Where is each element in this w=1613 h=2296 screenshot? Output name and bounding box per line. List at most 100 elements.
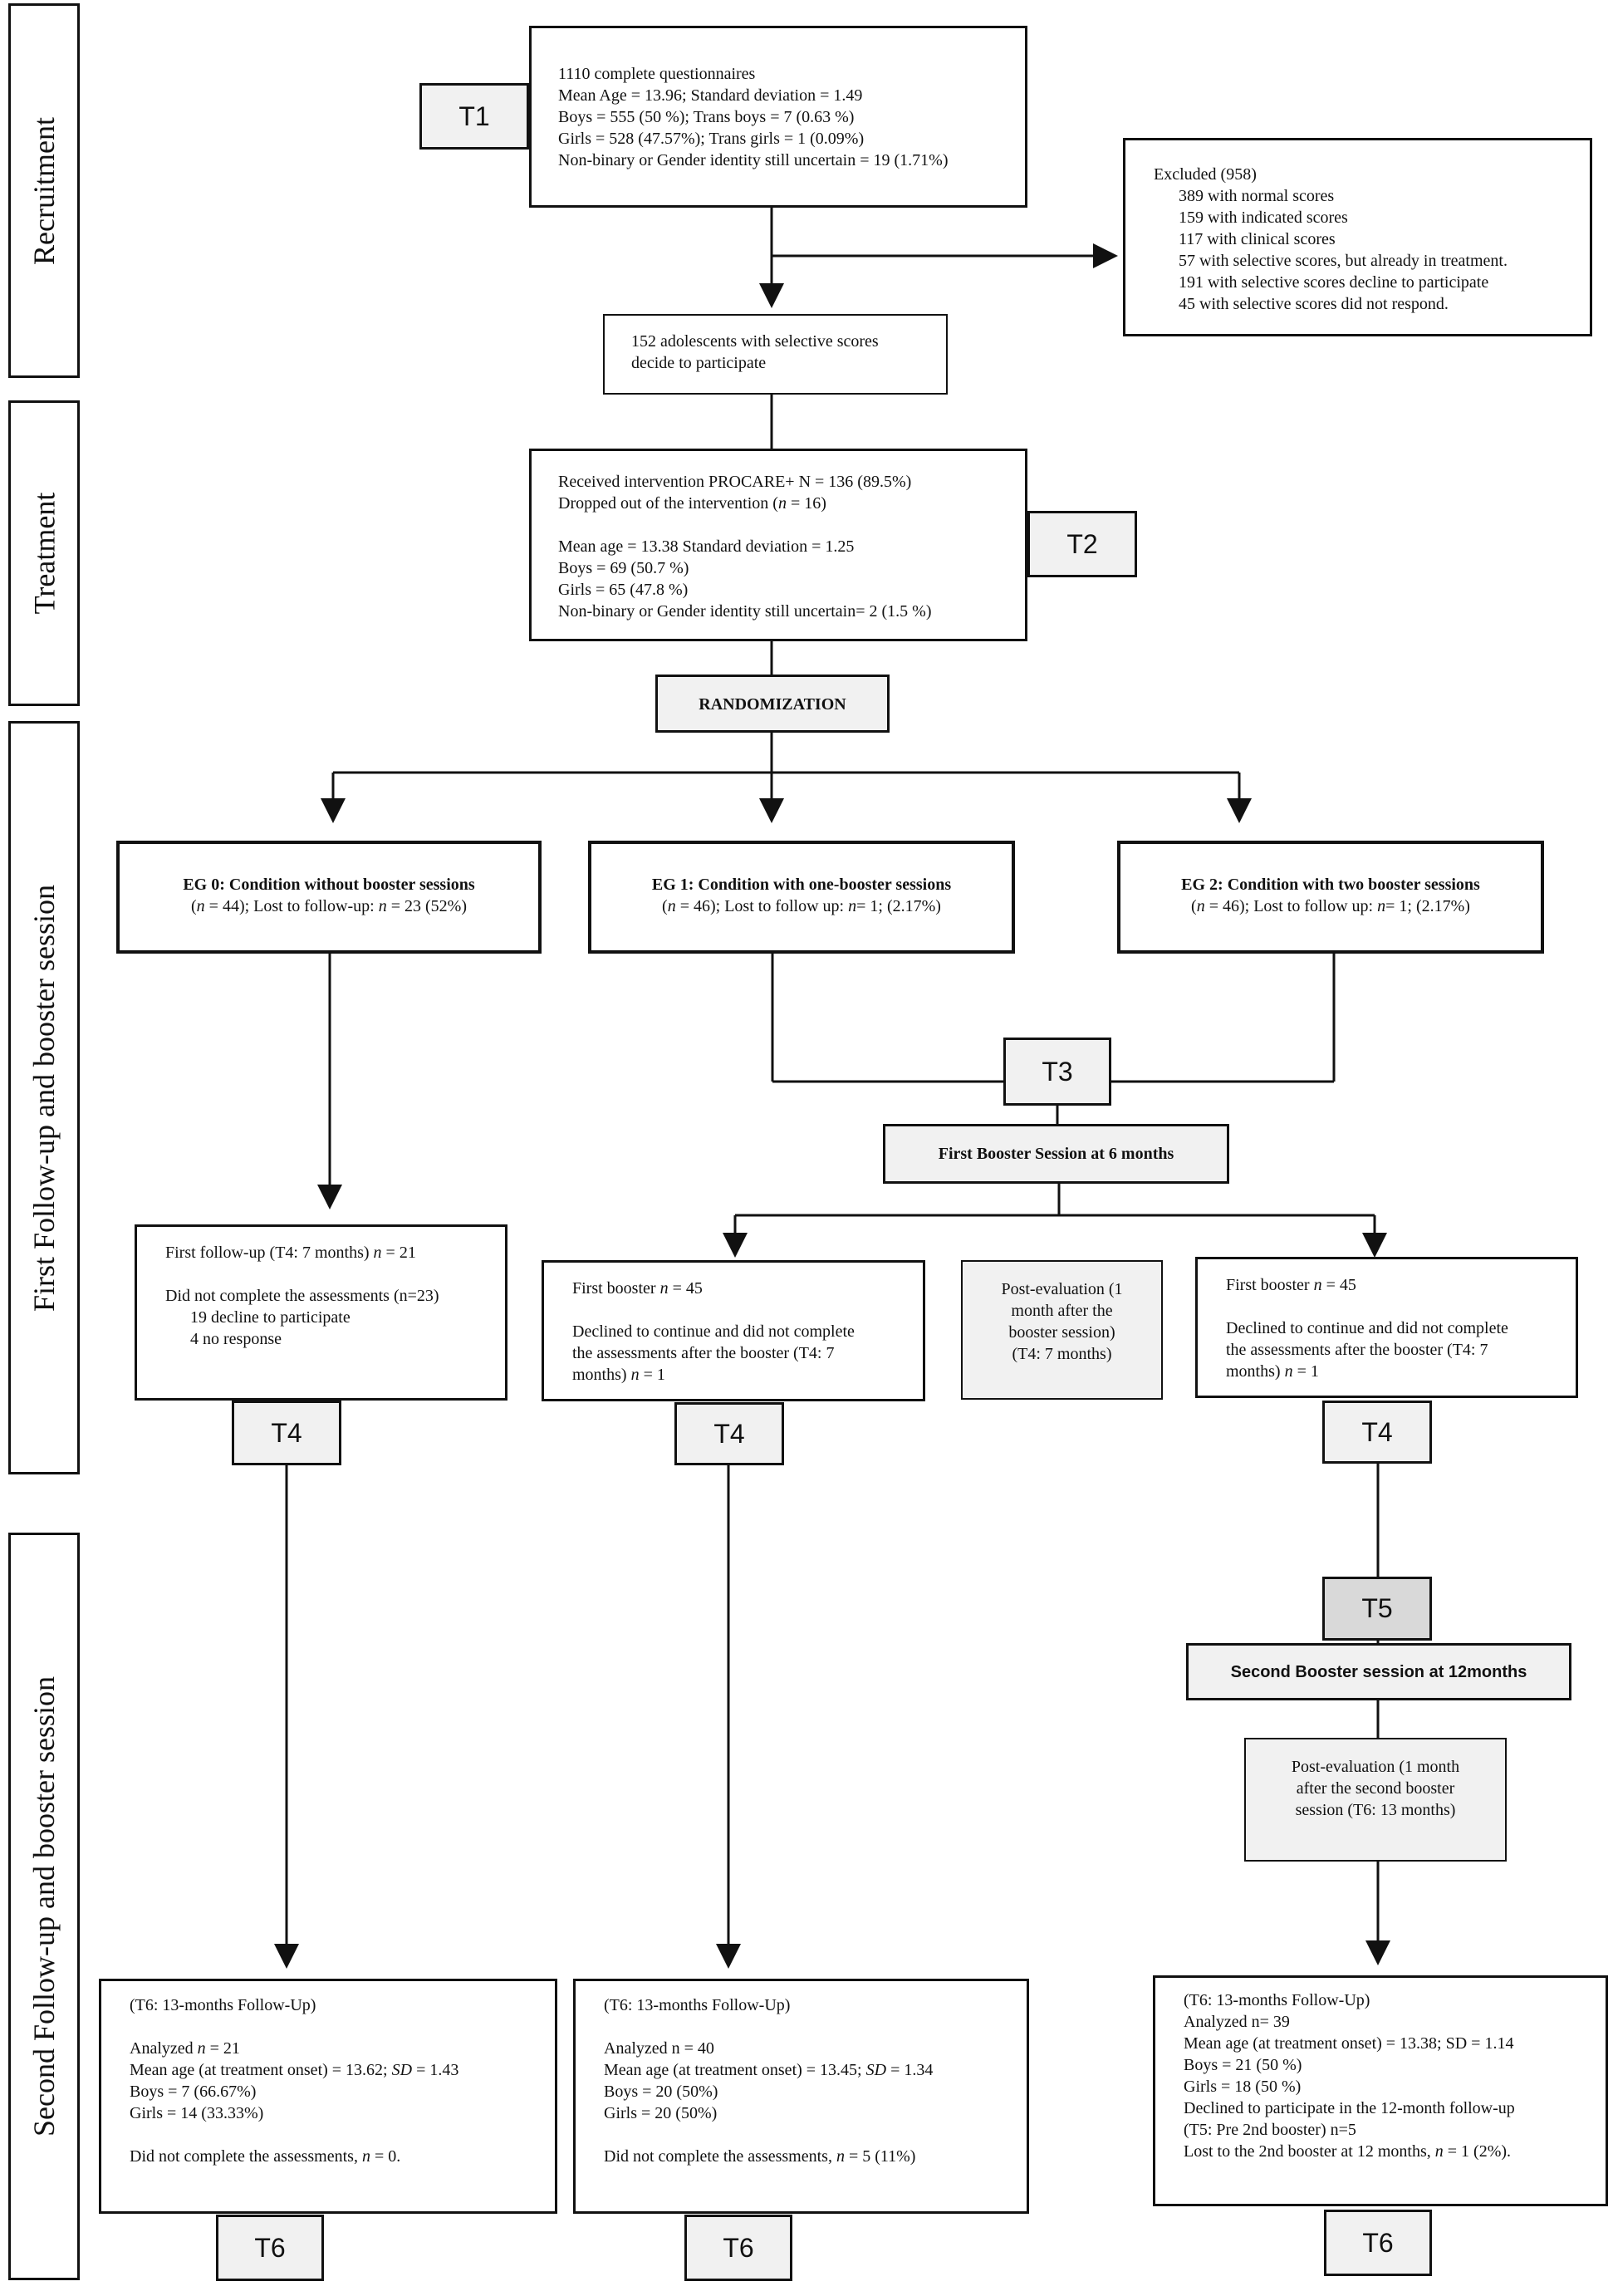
eg0-final-line: Analyzed n = 21 (130, 2038, 555, 2059)
eg0-followup-line: Did not complete the assessments (n=23) (165, 1287, 439, 1305)
eg1-mean-pre: Mean age (at treatment onset) = 13.45; (604, 2061, 866, 2079)
eg2-final-line: Analyzed n= 39 (1184, 2013, 1290, 2031)
timepoint-t2-text: T2 (1066, 528, 1098, 559)
eg1-n: n (848, 897, 857, 915)
eg0-final-line: Mean age (at treatment onset) = 13.62; S… (130, 2059, 555, 2081)
eg2-n: n (1196, 897, 1205, 915)
eg0-detail-a: ( (191, 897, 197, 915)
eg0-followup-spacer (165, 1263, 505, 1285)
eg0-final-box: (T6: 13-months Follow-Up) Analyzed n = 2… (99, 1979, 557, 2214)
timepoint-t4-eg1-text: T4 (713, 1418, 745, 1449)
eg2-booster-line: Declined to continue and did not complet… (1226, 1319, 1508, 1337)
phase-second-followup: Second Follow-up and booster session (8, 1533, 80, 2280)
timepoint-t3-text: T3 (1042, 1056, 1073, 1087)
phase-treatment-label: Treatment (27, 492, 61, 615)
participate-line: 152 adolescents with selective scores (631, 332, 879, 351)
post-eval-1-box: Post-evaluation (1 month after the boost… (961, 1260, 1163, 1400)
eg1-final-box: (T6: 13-months Follow-Up) Analyzed n = 4… (573, 1979, 1029, 2214)
eg2-final-line: Lost to the 2nd booster at 12 months, n … (1184, 2141, 1606, 2162)
eg0-final-title: (T6: 13-months Follow-Up) (130, 1996, 316, 2014)
eg2-booster-n: n (1284, 1362, 1293, 1381)
eg1-detail: (n = 46); Lost to follow up: n= 1; (2.17… (591, 895, 1012, 917)
recruitment-box: 1110 complete questionnaires Mean Age = … (529, 26, 1027, 208)
eg2-booster-n: n (1313, 1276, 1322, 1294)
eg2-last-post: = 1 (2%). (1443, 2142, 1512, 2161)
eg1-final-spacer (604, 2016, 1027, 2038)
eg1-box: EG 1: Condition with one-booster session… (588, 841, 1015, 954)
eg1-booster-line: months) n = 1 (572, 1364, 923, 1386)
eg0-final-spacer (130, 2124, 555, 2146)
phase-recruitment: Recruitment (8, 3, 80, 378)
timepoint-t4-eg1: T4 (674, 1402, 784, 1465)
eg1-final-title: (T6: 13-months Follow-Up) (604, 1996, 791, 2014)
eg1-booster-line4-post: = 1 (639, 1366, 665, 1384)
eg0-n: n (378, 897, 387, 915)
excluded-line: 159 with indicated scores (1179, 209, 1348, 227)
eg1-booster-post: = 45 (668, 1279, 703, 1298)
post-eval-2-box: Post-evaluation (1 month after the secon… (1244, 1738, 1507, 1862)
eg0-box: EG 0: Condition without booster sessions… (116, 841, 542, 954)
phase-treatment: Treatment (8, 400, 80, 706)
recruitment-line: Mean Age = 13.96; Standard deviation = 1… (558, 86, 863, 105)
eg0-followup-line: 4 no response (190, 1330, 282, 1348)
excluded-title: Excluded (958) (1154, 165, 1257, 184)
eg2-title: EG 2: Condition with two booster session… (1181, 876, 1480, 894)
eg1-incomplete-post: = 5 (11%) (844, 2147, 916, 2166)
eg0-incomplete-post: = 0. (370, 2147, 401, 2166)
eg2-final-line: (T6: 13-months Follow-Up) (1184, 1991, 1370, 2009)
eg1-booster-line: First booster n = 45 (572, 1278, 923, 1299)
timepoint-t2: T2 (1027, 511, 1137, 577)
timepoint-t6-eg1: T6 (684, 2215, 792, 2281)
treatment-box: Received intervention PROCARE+ N = 136 (… (529, 449, 1027, 641)
eg1-booster-line4-pre: months) (572, 1366, 631, 1384)
first-booster-label: First Booster Session at 6 months (938, 1145, 1174, 1163)
eg2-booster-line: the assessments after the booster (T4: 7 (1226, 1341, 1488, 1359)
randomization-label: RANDOMIZATION (699, 695, 846, 714)
eg2-box: EG 2: Condition with two booster session… (1117, 841, 1544, 954)
eg2-booster-spacer (1226, 1296, 1576, 1317)
eg2-booster-line: months) n = 1 (1226, 1361, 1576, 1382)
eg0-sd: SD (391, 2061, 413, 2079)
eg2-n: n (1377, 897, 1386, 915)
eg1-booster-n: n (630, 1366, 640, 1384)
recruitment-line: 1110 complete questionnaires (558, 65, 756, 83)
eg1-booster-spacer (572, 1299, 923, 1321)
timepoint-t4-eg0: T4 (232, 1401, 341, 1465)
timepoint-t6-eg1-text: T6 (723, 2232, 754, 2263)
eg1-booster-line: the assessments after the booster (T4: 7 (572, 1344, 835, 1362)
post-eval-1-line: (T4: 7 months) (1012, 1345, 1112, 1363)
treatment-line: Boys = 69 (50.7 %) (558, 559, 689, 577)
eg2-detail-b: = 46); Lost to follow up: (1204, 897, 1378, 915)
eg1-title: EG 1: Condition with one-booster session… (651, 876, 952, 894)
eg0-analyzed-post: = 21 (205, 2039, 240, 2058)
excluded-line: 45 with selective scores did not respond… (1179, 295, 1449, 313)
eg1-final-line: Mean age (at treatment onset) = 13.45; S… (604, 2059, 1027, 2081)
eg0-followup-post: = 21 (381, 1244, 416, 1262)
timepoint-t4-eg2-text: T4 (1361, 1416, 1393, 1447)
treatment-spacer (558, 514, 1025, 536)
eg1-sd: SD (865, 2061, 887, 2079)
phase-first-followup: First Follow-up and booster session (8, 721, 80, 1474)
treatment-dropout-post: = 16) (786, 494, 826, 513)
post-eval-1-line: Post-evaluation (1 (1001, 1280, 1123, 1298)
eg0-followup-n: n (373, 1244, 382, 1262)
participate-line: decide to participate (631, 354, 767, 372)
recruitment-line: Boys = 555 (50 %); Trans boys = 7 (0.63 … (558, 108, 855, 126)
timepoint-t4-eg2: T4 (1322, 1401, 1432, 1464)
post-eval-2-line: Post-evaluation (1 month (1291, 1758, 1460, 1776)
eg2-detail-c: = 1; (2.17%) (1385, 897, 1470, 915)
timepoint-t6-eg2-text: T6 (1362, 2227, 1394, 2258)
phase-second-followup-label: Second Follow-up and booster session (27, 1676, 61, 2137)
eg1-final-line: Did not complete the assessments, n = 5 … (604, 2146, 1027, 2167)
treatment-line: Mean age = 13.38 Standard deviation = 1.… (558, 537, 855, 556)
eg0-detail-c: = 23 (52%) (386, 897, 467, 915)
eg1-mean-post: = 1.34 (886, 2061, 934, 2079)
excluded-line: 389 with normal scores (1179, 187, 1335, 205)
eg1-incomplete-pre: Did not complete the assessments, (604, 2147, 836, 2166)
phase-recruitment-label: Recruitment (27, 116, 61, 265)
eg1-final-line: Analyzed n = 40 (604, 2039, 714, 2058)
eg1-final-line: Girls = 20 (50%) (604, 2104, 718, 2122)
eg1-booster-line: Declined to continue and did not complet… (572, 1322, 855, 1341)
eg0-final-line: Girls = 14 (33.33%) (130, 2104, 264, 2122)
excluded-box: Excluded (958) 389 with normal scores 15… (1123, 138, 1592, 336)
